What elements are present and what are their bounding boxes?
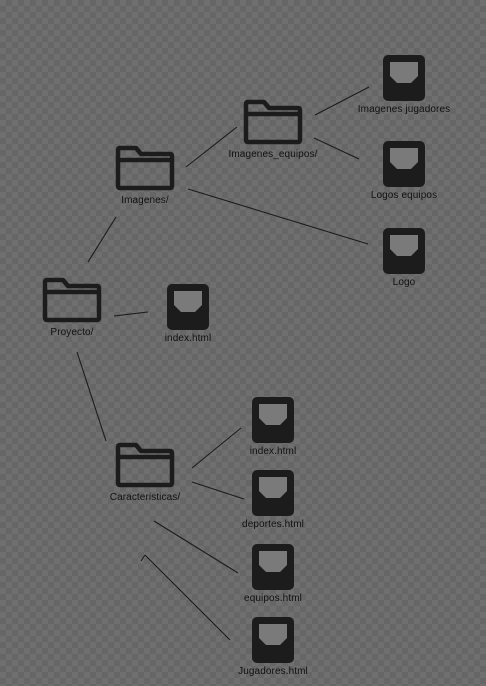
file-icon — [383, 228, 425, 274]
file-icon — [383, 55, 425, 101]
edge-proyecto-index — [113, 311, 149, 317]
edge-caracteristicas-equipos — [153, 520, 239, 574]
file-icon — [252, 617, 294, 663]
node-label: index.html — [164, 333, 212, 344]
edge-caracteristicas-index — [191, 427, 242, 469]
node-label: Logo — [392, 277, 416, 288]
file-icon — [252, 544, 294, 590]
node-label: index.html — [249, 446, 297, 457]
node-label: Imagenes jugadores — [357, 104, 451, 115]
folder-icon — [243, 99, 303, 145]
file-icon — [252, 470, 294, 516]
file-icon — [383, 141, 425, 187]
folder-icon — [42, 277, 102, 323]
edge-tick — [140, 554, 146, 562]
file-icon — [167, 284, 209, 330]
node-label: Imagenes_equipos/ — [228, 149, 318, 160]
edge-imagenesequipos-logosequipos — [313, 137, 360, 160]
node-label: Logos equipos — [370, 190, 438, 201]
folder-icon — [115, 442, 175, 488]
file-icon — [252, 397, 294, 443]
node-label: Proyecto/ — [50, 327, 94, 338]
edge-caracteristicas-jugadores — [144, 554, 231, 641]
node-label: Imagenes/ — [121, 195, 169, 206]
edge-caracteristicas-deportes — [191, 481, 245, 500]
node-label: Jugadores.html — [238, 666, 308, 677]
folder-icon — [115, 145, 175, 191]
edge-proyecto-caracteristicas — [76, 351, 107, 442]
node-label: equipos.html — [244, 593, 302, 604]
node-label: Caracteristicas/ — [109, 492, 181, 503]
edge-imagenes-imagenesequipos — [185, 126, 238, 168]
edge-imagenes-logo — [187, 188, 369, 245]
edge-proyecto-imagenes — [87, 216, 117, 263]
node-label: deportes.html — [242, 519, 304, 530]
edge-imagenesequipos-imagenesjugadores — [314, 86, 370, 116]
